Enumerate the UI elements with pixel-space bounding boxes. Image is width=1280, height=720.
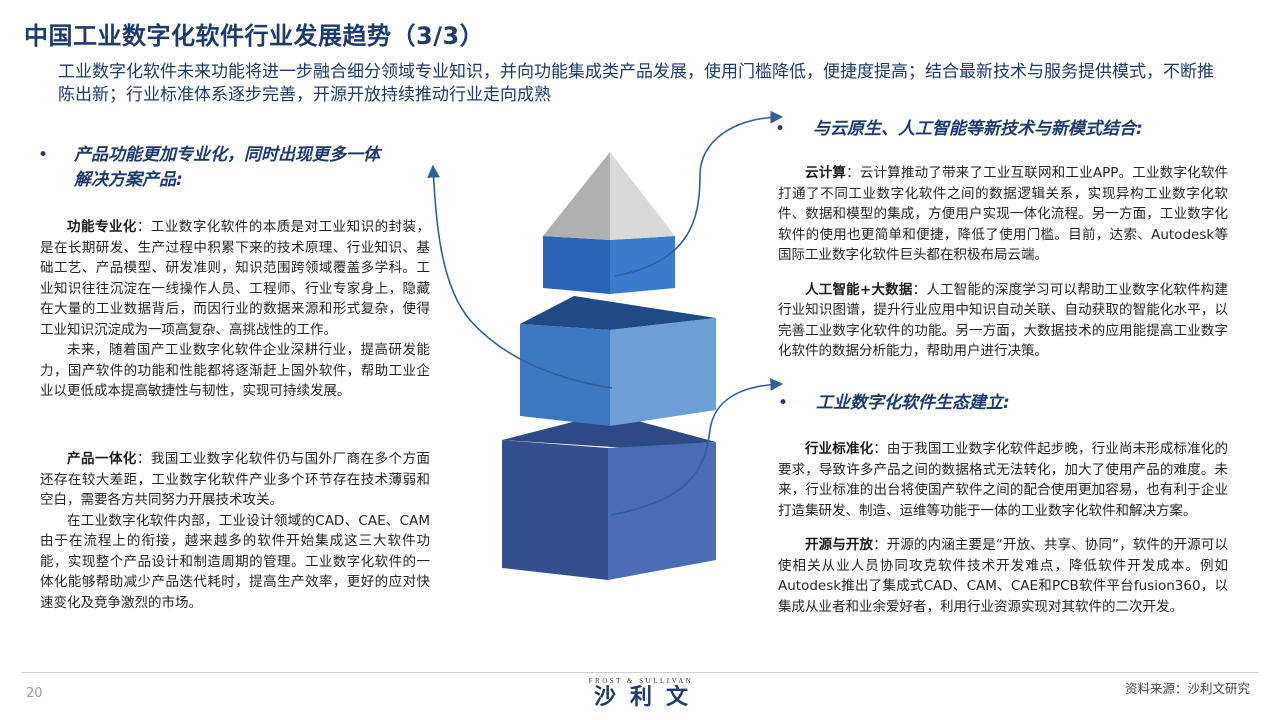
text-standardization: ：由于我国工业数字化软件起步晚，行业尚未形成标准化的要求，导致许多产品之间的数据… — [778, 441, 1228, 519]
frost-sullivan-logo: FROST & SULLIVAN 沙利文 — [566, 677, 716, 711]
label-product-integration: 产品一体化 — [67, 451, 137, 467]
page-number: 20 — [26, 686, 43, 701]
pyramid-middle-left-face — [520, 324, 610, 426]
right-top-heading-text: 与云原生、人工智能等新技术与新模式结合: — [813, 119, 1143, 139]
right-bottom-heading-text: 工业数字化软件生态建立: — [816, 393, 1010, 413]
pyramid-top-left-face — [543, 152, 610, 240]
left-block-integration: 产品一体化：我国工业数字化软件仍与国外厂商在多个方面还存在较大差距，工业数字化软… — [40, 449, 430, 613]
bullet-icon: • — [778, 393, 789, 413]
text-ai-bigdata: ：人工智能的深度学习可以帮助工业数字化软件构建行业知识图谱，提升行业应用中知识自… — [778, 281, 1229, 360]
bullet-icon: • — [38, 145, 49, 165]
right-bottom-heading: • 工业数字化软件生态建立: — [778, 391, 1238, 416]
pyramid-top-right-face — [610, 152, 675, 240]
logo-chinese: 沙利文 — [593, 685, 702, 710]
pyramid-bottom-right-face — [608, 442, 716, 580]
pyramid-bottom-left-face — [502, 440, 608, 580]
right-top-blocks: 云计算：云计算推动了带来了工业互联网和工业APP。工业数字化软件打通了不同工业数… — [778, 163, 1228, 362]
text-function-specialization: ：工业数字化软件的本质是对工业知识的封装，是在长期研发、生产过程中积累下来的技术… — [40, 219, 431, 338]
page-subtitle: 工业数字化软件未来功能将进一步融合细分领域专业知识，并向功能集成类产品发展，使用… — [58, 62, 1214, 105]
label-ai-bigdata: 人工智能+大数据 — [805, 281, 913, 298]
label-open-source: 开源与开放 — [805, 537, 874, 553]
left-heading-line2: 解决方案产品: — [74, 170, 183, 190]
left-block-function: 功能专业化：工业数字化软件的本质是对工业知识的封装，是在长期研发、生产过程中积累… — [40, 217, 430, 402]
source-note: 资料来源：沙利文研究 — [1124, 681, 1250, 696]
text-product-integration: ：我国工业数字化软件仍与国外厂商在多个方面还存在较大差距，工业数字化软件产业多个… — [40, 451, 431, 508]
page-title: 中国工业数字化软件行业发展趋势（3/3） — [24, 22, 485, 50]
pyramid-graphic — [502, 152, 716, 580]
right-top-heading: • 与云原生、人工智能等新技术与新模式结合: — [775, 117, 1235, 142]
text-integration-detail: 在工业数字化软件内部，工业设计领域的CAD、CAE、CAM由于在流程上的衔接，越… — [40, 512, 430, 611]
pyramid-middle-right-face — [610, 318, 716, 426]
footer-divider — [22, 672, 1258, 673]
logo-english: FROST & SULLIVAN — [588, 677, 694, 685]
text-open-source: ：开源的内涵主要是“开放、共享、协同”，软件的开源可以使相关从业人员协同攻克软件… — [778, 537, 1228, 615]
label-standardization: 行业标准化 — [805, 441, 874, 457]
pyramid-upper-right-face — [610, 236, 675, 294]
pyramid-upper-left-face — [543, 236, 610, 294]
text-function-future: 未来，随着国产工业数字化软件企业深耕行业，提高研发能力，国产软件的功能和性能都将… — [40, 342, 430, 399]
text-cloud-computing: ：云计算推动了带来了工业互联网和工业APP。工业数字化软件打通了不同工业数字化软… — [778, 165, 1228, 263]
bullet-icon: • — [775, 119, 786, 139]
label-cloud-computing: 云计算 — [805, 165, 847, 181]
left-heading-line1: 产品功能更加专业化，同时出现更多一体 — [74, 145, 380, 165]
right-bottom-blocks: 行业标准化：由于我国工业数字化软件起步晚，行业尚未形成标准化的要求，导致许多产品… — [778, 439, 1228, 617]
left-heading: • 产品功能更加专业化，同时出现更多一体 解决方案产品: — [38, 143, 438, 193]
label-function-specialization: 功能专业化 — [67, 219, 137, 235]
